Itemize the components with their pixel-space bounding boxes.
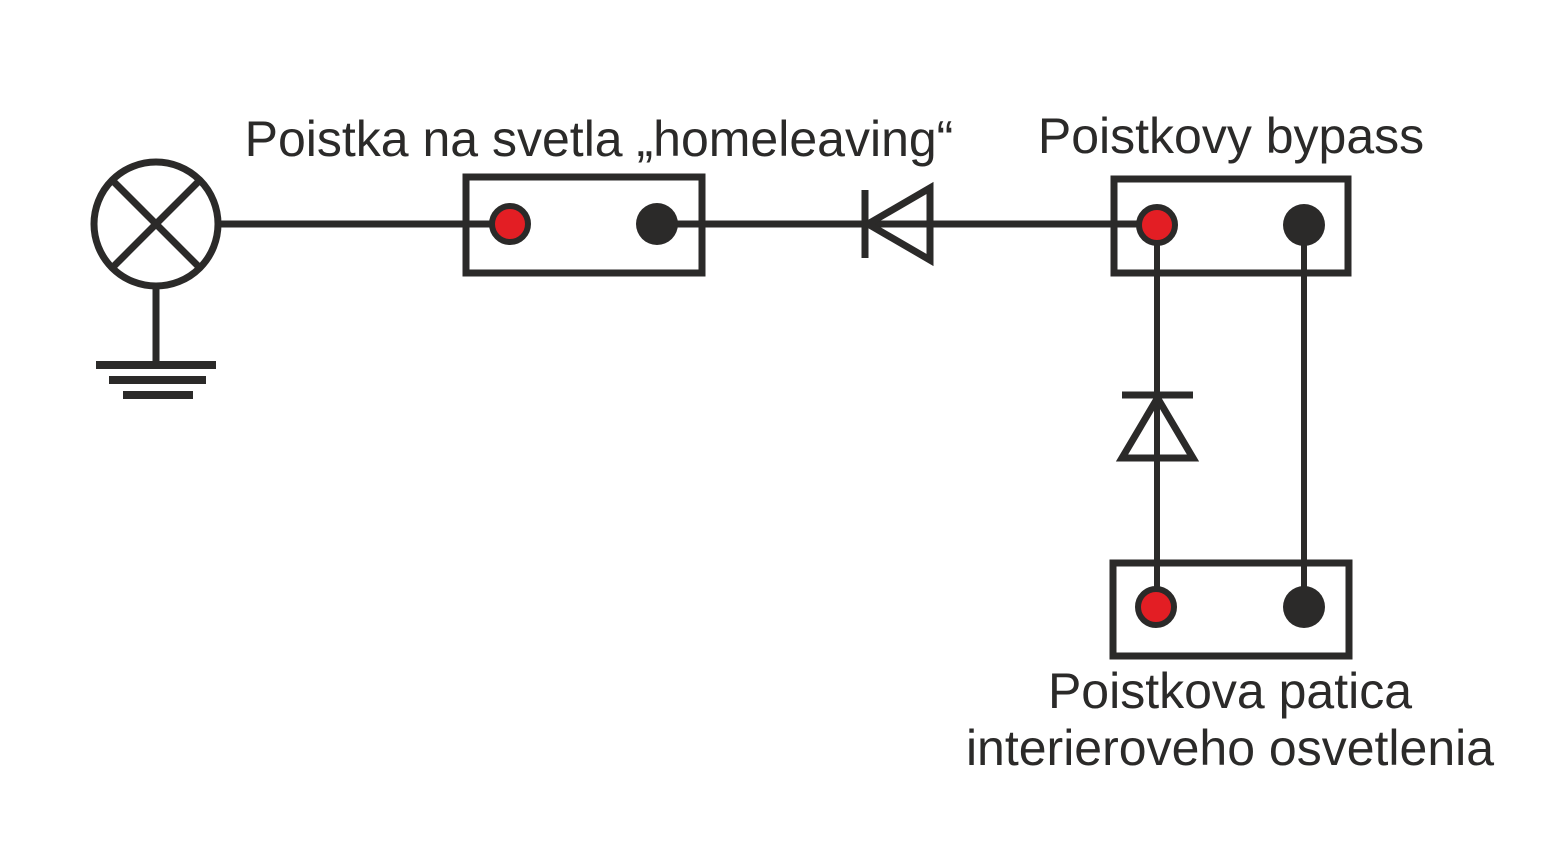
label-bypass: Poistkovy bypass xyxy=(1038,108,1424,164)
terminal-red-interior xyxy=(1135,586,1177,628)
terminal-black-homeleaving xyxy=(636,203,678,245)
label-fuse-socket-line1: Poistkova patica xyxy=(1048,663,1412,719)
diode-horizontal-triangle xyxy=(861,181,934,267)
label-fuse-socket-line2: interieroveho osvetlenia xyxy=(966,720,1494,776)
lamp-x-line-2 xyxy=(109,177,203,271)
label-fuse-homeleaving: Poistka na svetla „homeleaving“ xyxy=(245,111,954,167)
terminal-black-bypass xyxy=(1283,204,1325,246)
terminal-red-bypass xyxy=(1136,204,1178,246)
ground-symbol xyxy=(96,361,216,399)
diode-vertical xyxy=(1115,391,1200,462)
lamp-symbol xyxy=(90,158,222,365)
terminal-black-interior xyxy=(1283,586,1325,628)
diode-vertical-triangle xyxy=(1115,391,1200,462)
terminal-red-homeleaving xyxy=(489,203,531,245)
diode-horizontal xyxy=(861,181,934,267)
